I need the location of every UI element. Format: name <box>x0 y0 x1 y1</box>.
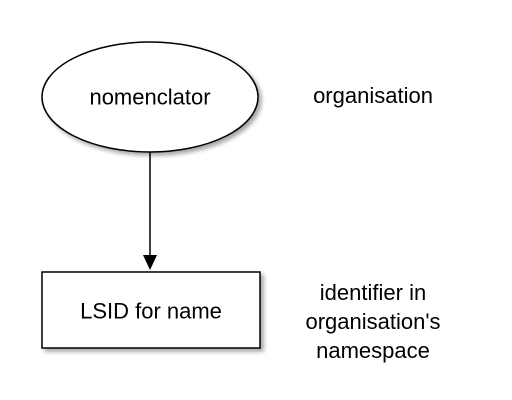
annotation-identifier-line-2: organisation's <box>305 309 441 334</box>
annotation-organisation: organisation <box>293 81 453 110</box>
annotation-identifier-line-1: identifier in <box>319 280 427 305</box>
node-lsid: LSID for name <box>41 271 261 349</box>
edge-nomenclator-to-lsid <box>143 152 157 270</box>
annotation-identifier: identifier in organisation's namespace <box>293 278 453 365</box>
node-nomenclator: nomenclator <box>41 41 259 153</box>
node-lsid-label: LSID for name <box>80 299 222 324</box>
annotation-identifier-line-3: namespace <box>316 338 430 363</box>
node-lsid-shape <box>41 271 261 349</box>
annotation-organisation-line: organisation <box>313 83 433 108</box>
node-nomenclator-label: nomenclator <box>89 85 210 110</box>
arrowhead-icon <box>143 255 157 270</box>
node-nomenclator-shape <box>41 41 259 153</box>
